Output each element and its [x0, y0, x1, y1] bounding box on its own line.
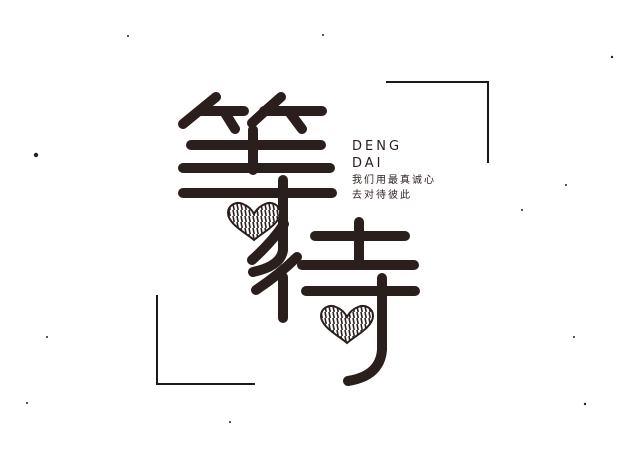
- dust-specks: [26, 34, 614, 423]
- slogan-line-2: 去对待彼此: [352, 190, 412, 201]
- character-dai: [247, 217, 420, 386]
- heart-icon: [226, 202, 282, 242]
- frame-bracket-top-right: [386, 81, 489, 163]
- character-deng: [178, 92, 337, 277]
- heart-icon: [319, 305, 375, 345]
- pinyin-line-1: DENG: [352, 139, 403, 154]
- slogan-line-1: 我们用最真诚心: [352, 175, 436, 186]
- frame-bracket-bottom-left: [156, 295, 255, 385]
- title-chars: 等待: [330, 228, 332, 231]
- pinyin-line-2: DAI: [352, 156, 384, 171]
